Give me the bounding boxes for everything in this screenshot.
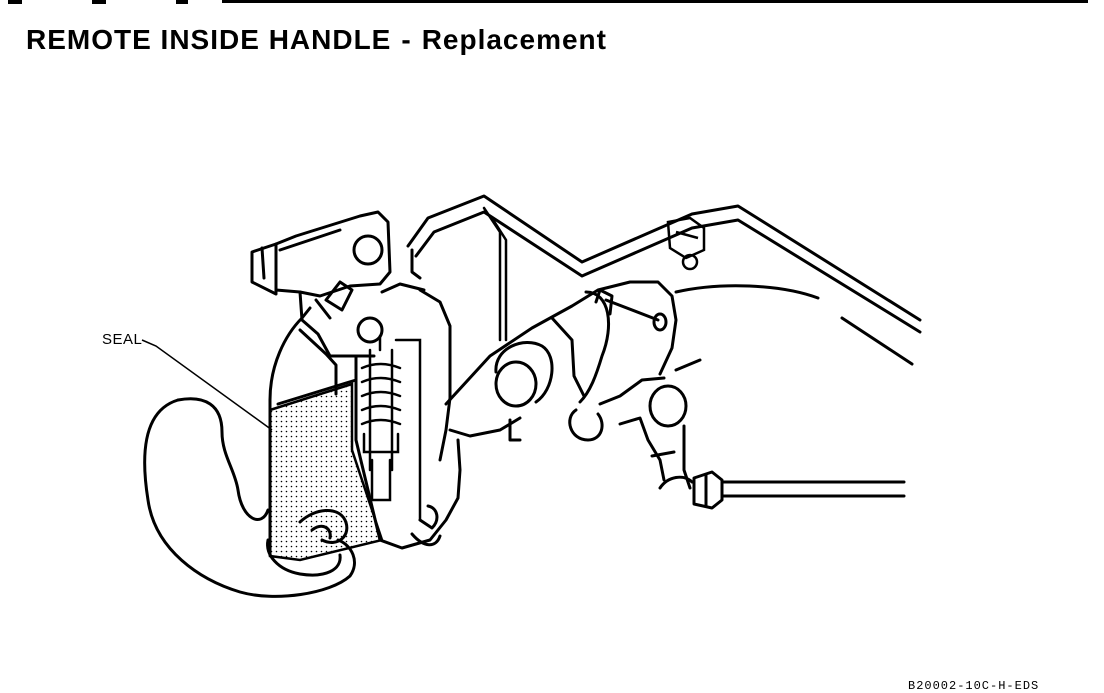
mounting-bracket — [250, 210, 392, 358]
upper-rod — [406, 194, 922, 334]
vertical-rod — [482, 206, 508, 342]
seal-label: SEAL — [102, 331, 143, 348]
top-rule — [222, 0, 1088, 3]
title-sub: Replacement — [421, 24, 607, 55]
spring-assembly — [360, 334, 422, 522]
title-separator: - — [401, 24, 412, 55]
lower-rod — [658, 475, 906, 498]
door-panel-edge — [674, 284, 914, 372]
figure-code: B20002-10C-H-EDS — [908, 679, 1040, 693]
title-main: REMOTE INSIDE HANDLE — [26, 24, 392, 55]
upper-rod-clip — [666, 216, 706, 271]
lever-pivot — [444, 280, 678, 442]
page-title: REMOTE INSIDE HANDLE-Replacement — [26, 24, 607, 56]
handle-housing — [268, 282, 462, 557]
lower-rod-clip — [692, 470, 724, 510]
lower-linkage — [568, 376, 692, 490]
seal-leader-line — [141, 339, 273, 431]
top-marks — [8, 0, 188, 4]
